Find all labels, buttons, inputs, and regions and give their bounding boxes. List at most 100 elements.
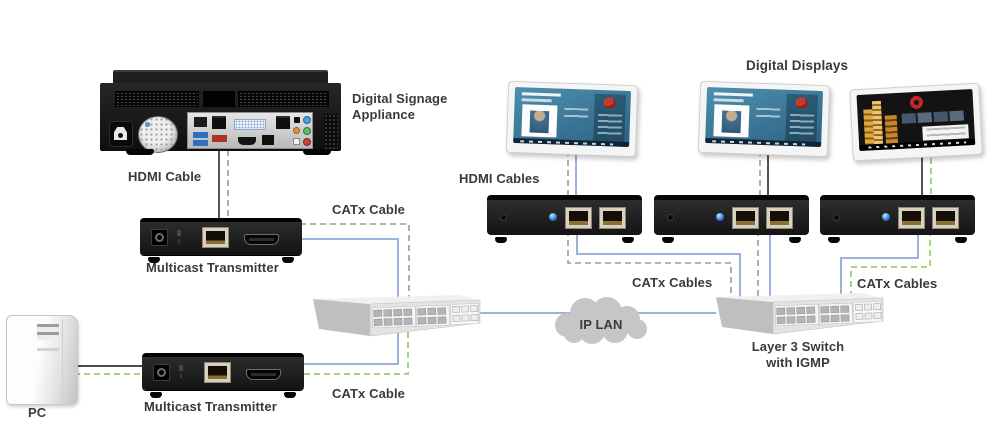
io-panel: [187, 112, 313, 149]
multicast-receiver-3: [820, 195, 975, 243]
audio-jack: [294, 117, 300, 123]
usb3-port: [193, 140, 208, 146]
status-led: [179, 365, 183, 378]
usb-ports: [212, 116, 226, 129]
digital-signage-appliance: [100, 70, 341, 160]
audio-jack-blue: [303, 116, 311, 124]
display-screen: [705, 86, 824, 148]
network-switch: [312, 294, 481, 337]
digital-display-1: [505, 80, 639, 158]
building-graphic: [884, 114, 899, 144]
multicast-receiver-1: [487, 195, 642, 243]
device-foot: [495, 237, 507, 243]
headline-text: [521, 92, 562, 97]
digital-display-2: [697, 80, 831, 158]
catx-cables-left-label: CATx Cables: [632, 275, 713, 290]
digital-displays-label: Digital Displays: [746, 58, 849, 73]
hdmi-cables-label: HDMI Cables: [459, 171, 540, 186]
transmitter-bottom-label: Multicast Transmitter: [144, 399, 277, 414]
rj45-port: [565, 207, 592, 229]
expansion-slot: [203, 91, 235, 107]
headline-text: [521, 97, 552, 102]
cable-catx-tx2-to-switch-blue: [298, 328, 399, 365]
appliance-body: [100, 83, 341, 153]
cable-rx1-to-layer3-dashed: [567, 230, 732, 305]
pc-tower: [6, 315, 78, 405]
fan-grille: [138, 116, 178, 153]
layer3-switch: [715, 292, 884, 335]
ip-lan-cloud: [555, 297, 647, 344]
layer3-switch-label-line2: with IGMP: [766, 354, 830, 370]
appliance-label: Digital Signage Appliance: [352, 91, 448, 122]
audio-jack-red: [303, 138, 311, 146]
digital-display-3: [849, 82, 983, 162]
power-led: [716, 213, 724, 221]
display-screen: [513, 86, 632, 148]
cable-rx1-to-layer3-blue: [576, 230, 741, 305]
vent-mesh: [238, 91, 329, 107]
device-foot: [622, 237, 634, 243]
display-screen: [856, 89, 976, 151]
device-foot: [789, 237, 801, 243]
body-text: [563, 107, 589, 121]
rj45-port: [599, 207, 626, 229]
sidebar-heart-graphic: [593, 93, 627, 143]
headline-text: [713, 97, 744, 102]
hdmi-port: [238, 137, 256, 145]
cable-catx-tx1-to-switch-blue: [300, 238, 399, 310]
power-led: [549, 213, 557, 221]
device-foot: [150, 392, 162, 398]
appliance-lid: [113, 70, 328, 85]
cable-rx3-to-layer3-green: [850, 230, 931, 305]
usb3-port: [193, 132, 208, 138]
device-foot: [828, 237, 840, 243]
esata-port: [212, 135, 227, 142]
cable-rx3-to-layer3-blue: [840, 230, 919, 305]
rj45-port: [898, 207, 925, 229]
device-foot: [282, 257, 294, 263]
audio-jack-green: [303, 127, 311, 135]
rj45-port: [766, 207, 793, 229]
drive-bays: [37, 324, 59, 340]
device-foot: [955, 237, 967, 243]
device-foot: [662, 237, 674, 243]
dvi-port: [234, 119, 266, 130]
ethernet-port: [194, 117, 207, 127]
screw: [833, 214, 840, 221]
building-graphic: [871, 101, 884, 145]
displayport: [262, 135, 274, 145]
rj45-port: [202, 227, 229, 248]
hdmi-port: [244, 234, 279, 245]
power-led: [882, 213, 890, 221]
multicast-transmitter-bottom: [142, 353, 304, 398]
usb-ports: [276, 116, 290, 129]
catx-cables-right-label: CATx Cables: [857, 276, 938, 291]
sidebar-heart-graphic: [785, 93, 819, 143]
screw: [500, 214, 507, 221]
device-foot: [126, 149, 154, 155]
device-foot: [284, 392, 296, 398]
logo-ring: [910, 95, 924, 110]
doctor-photo: [713, 104, 750, 138]
ip-lan-label: IP LAN: [579, 317, 623, 332]
hdmi-port: [246, 369, 281, 380]
rj45-port: [932, 207, 959, 229]
screw: [667, 214, 674, 221]
info-panel: [922, 123, 970, 141]
power-inlet: [109, 121, 133, 147]
body-text: [755, 107, 781, 121]
audio-jack-orange: [293, 127, 300, 134]
optical-port: [293, 138, 300, 145]
rj45-port: [204, 362, 231, 383]
headline-text: [713, 92, 754, 97]
power-jack: [151, 229, 168, 246]
status-led: [177, 230, 181, 243]
transmitter-top-label: Multicast Transmitter: [146, 260, 279, 275]
pc-label: PC: [28, 405, 47, 420]
device-foot: [148, 257, 160, 263]
layer3-switch-label: Layer 3 Switch with IGMP: [742, 339, 854, 370]
catx-cable-top-label: CATx Cable: [332, 202, 405, 217]
thumbnail-strip: [901, 110, 966, 124]
